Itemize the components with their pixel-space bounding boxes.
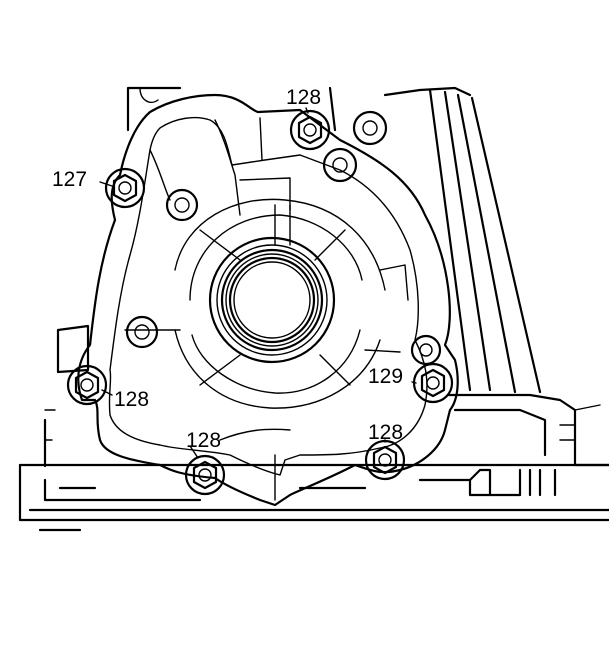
callout-128-top: 128 (286, 86, 321, 109)
leader-lines (99, 107, 417, 459)
crankshaft-seal-bore (208, 236, 336, 364)
callout-128-bottom-left: 128 (186, 429, 221, 452)
bolt-129 (412, 362, 454, 404)
callout-129: 129 (368, 365, 403, 388)
dowel-holes (125, 147, 442, 366)
bolt-128-top (289, 109, 331, 151)
callout-128-bottom-right: 128 (368, 421, 403, 444)
bolt-128-left (66, 364, 108, 406)
callout-128-left: 128 (114, 388, 149, 411)
callout-127: 127 (52, 168, 87, 191)
bolt-128-bottom-right (364, 439, 406, 481)
oil-pan-rail (18, 463, 609, 532)
bolt-128-bottom-left (184, 454, 226, 496)
bolt-127 (104, 167, 146, 209)
